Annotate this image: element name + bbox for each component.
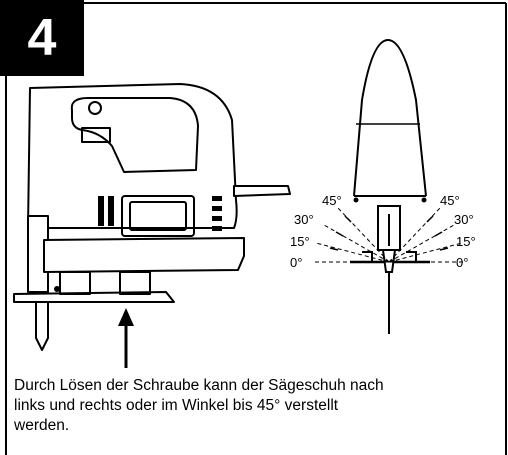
dot-right-45: [421, 197, 427, 203]
step-number: 4: [27, 9, 57, 67]
pointer-arrow: [118, 308, 134, 368]
angle-rays: [312, 207, 466, 263]
angle-arc-ticks: [329, 215, 449, 251]
jigsaw-window: [121, 195, 195, 237]
label-left-15: 15°: [290, 234, 310, 249]
label-right-30: 30°: [454, 212, 474, 227]
jigsaw-front-view: [350, 38, 430, 334]
label-left-30: 30°: [294, 212, 314, 227]
jigsaw-details: [54, 196, 222, 292]
label-right-15: 15°: [456, 234, 476, 249]
label-right-0: 0°: [456, 255, 468, 270]
caption-line-3: werden.: [14, 417, 70, 434]
dot-left-45: [353, 197, 359, 203]
label-right-45: 45°: [440, 193, 460, 208]
instruction-caption: Durch Lösen der Schraube kann der Sägesc…: [14, 376, 494, 436]
caption-line-2: links und rechts oder im Winkel bis 45° …: [14, 397, 339, 414]
label-left-45: 45°: [322, 193, 342, 208]
caption-line-1: Durch Lösen der Schraube kann der Sägesc…: [14, 377, 384, 394]
label-left-0: 0°: [290, 255, 302, 270]
jigsaw-side-view: [13, 83, 291, 351]
step-number-badge: 4: [0, 0, 84, 76]
